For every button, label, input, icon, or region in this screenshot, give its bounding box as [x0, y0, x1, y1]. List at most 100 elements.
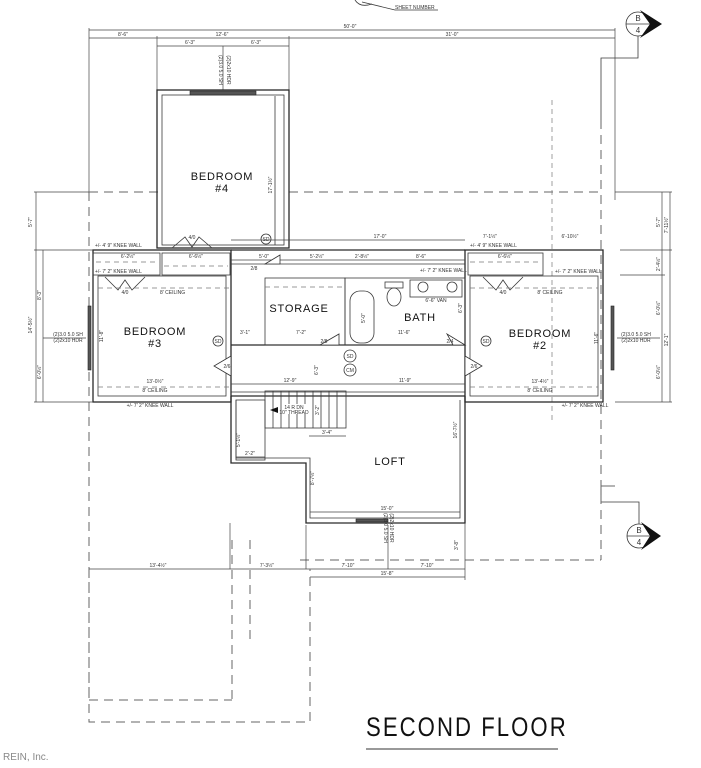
toilet-tank — [384, 281, 404, 289]
svg-text:11'-8": 11'-8" — [99, 330, 105, 343]
credit-text: REIN, Inc. — [3, 752, 49, 763]
svg-text:12'-6": 12'-6" — [216, 32, 229, 38]
section-marker-top[interactable]: B 4 — [600, 10, 662, 120]
door-bedroom-4[interactable] — [263, 254, 281, 265]
carbon-monoxide-detector-icon — [343, 363, 357, 377]
bifold-door-bedroom-3[interactable] — [104, 276, 146, 291]
sink-icon — [417, 281, 429, 293]
svg-text:5'-7": 5'-7" — [656, 217, 662, 227]
svg-text:2/6: 2/6 — [224, 364, 231, 370]
svg-text:7'-10": 7'-10" — [342, 563, 355, 569]
svg-text:+/- 7' 2" KNEE WALL: +/- 7' 2" KNEE WALL — [555, 269, 602, 275]
bedroom-4[interactable]: BEDROOM #4 17'-1½" 8'-6" SD 4/0 — [156, 89, 290, 249]
top-dimensions: 50'-0" 8'-6" 12'-6" 31'-0" 6'-3" 6'-3" (… — [88, 24, 616, 200]
page-title: SECOND FLOOR — [366, 712, 568, 742]
room-label-bedroom-3: BEDROOM — [124, 326, 186, 338]
sink-icon — [446, 281, 458, 293]
svg-text:6'-6½": 6'-6½" — [498, 253, 512, 260]
svg-text:31'-0": 31'-0" — [446, 32, 459, 38]
room-label-storage: STORAGE — [269, 303, 328, 315]
svg-text:11'-6": 11'-6" — [398, 330, 411, 336]
smoke-detector-icon — [480, 335, 492, 347]
section-marker-number: 4 — [637, 538, 642, 547]
svg-text:(2)2x10 HDR: (2)2x10 HDR — [53, 338, 83, 344]
svg-text:(2)3.0 5.0 SH: (2)3.0 5.0 SH — [53, 332, 83, 338]
svg-text:4/0: 4/0 — [122, 290, 129, 296]
room-label-bath: BATH — [404, 312, 436, 324]
bedroom-3[interactable]: 6'-2½" 6'-6½" +/- 4' 9" KNEE WALL +/- 7'… — [87, 243, 232, 409]
svg-text:8'-6": 8'-6" — [118, 32, 128, 38]
bifold-door-bedroom-4[interactable] — [171, 236, 213, 249]
bathtub — [349, 290, 375, 344]
window-bedroom-4 — [189, 90, 257, 96]
svg-text:14 R DN: 14 R DN — [284, 405, 304, 411]
svg-text:2/8: 2/8 — [321, 339, 328, 345]
toilet — [386, 287, 402, 307]
svg-text:5'-1½": 5'-1½" — [235, 433, 242, 447]
svg-text:3'-2": 3'-2" — [315, 405, 321, 415]
smoke-detector-icon — [343, 349, 357, 363]
svg-text:4/0: 4/0 — [189, 235, 196, 241]
svg-text:(2)3.0 5.0 SH: (2)3.0 5.0 SH — [217, 55, 223, 85]
bath-room[interactable]: 5'-0" 6'-6" VAN +/- 7' 2" KNEE WALL BATH… — [314, 268, 467, 377]
svg-text:10" THREAD: 10" THREAD — [279, 410, 309, 416]
sheet-number-label: SHEET NUMBER — [395, 5, 435, 11]
svg-text:2'-2": 2'-2" — [245, 451, 255, 457]
svg-text:3'-1": 3'-1" — [240, 330, 250, 336]
svg-text:7'-1½": 7'-1½" — [483, 233, 497, 240]
svg-text:8'-7½": 8'-7½" — [309, 471, 316, 485]
right-dimensions: 5'-7" 7'-11½" 2'-4½" 6'-0½" 12'-1" 6'-0½… — [615, 191, 672, 403]
door-bedroom-3[interactable] — [213, 355, 232, 377]
svg-text:3'-8": 3'-8" — [454, 540, 460, 550]
bedroom-2[interactable]: 6'-6½" +/- 4' 9" KNEE WALL +/- 7' 2" KNE… — [464, 233, 615, 409]
svg-text:6'-0½": 6'-0½" — [655, 365, 662, 379]
section-marker-letter: B — [636, 526, 641, 535]
window-loft — [355, 518, 389, 523]
door-bedroom-2[interactable] — [464, 355, 483, 377]
door-bath[interactable] — [445, 332, 467, 346]
svg-text:(2)3.0 5.0 SH: (2)3.0 5.0 SH — [621, 332, 651, 338]
svg-text:6'-3": 6'-3" — [185, 40, 195, 46]
window-bedroom-2 — [610, 305, 615, 371]
svg-text:13'-4½": 13'-4½" — [150, 562, 167, 569]
bottom-dimensions: 13'-4½" 7'-3½" 7'-10" 7'-10" 15'-8" — [89, 523, 466, 580]
storage-room[interactable]: STORAGE 7'-2" 2/8 2/8 — [251, 254, 346, 346]
svg-text:15'-0": 15'-0" — [381, 506, 394, 512]
svg-text:7'-10": 7'-10" — [421, 563, 434, 569]
svg-text:15'-8": 15'-8" — [381, 571, 394, 577]
svg-text:2/6: 2/6 — [471, 364, 478, 370]
svg-text:6'-3": 6'-3" — [314, 365, 320, 375]
vanity — [409, 279, 463, 298]
closet-bedroom-2 — [467, 252, 544, 276]
svg-text:2'-8½": 2'-8½" — [355, 253, 369, 260]
stair-direction-arrow-icon — [270, 407, 278, 413]
door-storage[interactable] — [318, 333, 340, 346]
bifold-door-bedroom-2[interactable] — [482, 276, 524, 291]
section-marker-bottom[interactable]: B 4 — [600, 485, 661, 550]
svg-text:7'-2": 7'-2" — [296, 330, 306, 336]
staircase[interactable]: 14 R DN 10" THREAD 3'-2" 3'-4" 2'-2" 5'-… — [235, 390, 347, 461]
svg-text:SD: SD — [215, 339, 222, 345]
svg-text:4/0: 4/0 — [500, 290, 507, 296]
svg-text:(2)2x10 HDR: (2)2x10 HDR — [621, 338, 651, 344]
svg-text:6'-10½": 6'-10½" — [562, 233, 579, 240]
svg-text:13'-0½": 13'-0½" — [147, 378, 164, 385]
room-number: #2 — [533, 340, 547, 352]
svg-text:14'-5½": 14'-5½" — [27, 316, 34, 333]
svg-text:CM: CM — [346, 368, 354, 374]
svg-text:SD: SD — [483, 339, 490, 345]
svg-text:8'-3": 8'-3" — [37, 290, 43, 300]
svg-text:5'-0": 5'-0" — [361, 313, 367, 323]
loft[interactable]: 12'-9" 11'-9" LOFT 16'-7½" 8'-7½" 15'-0"… — [230, 378, 466, 550]
svg-text:17'-1½": 17'-1½" — [267, 176, 274, 193]
svg-text:7'-11½": 7'-11½" — [663, 217, 670, 234]
room-label-loft: LOFT — [374, 456, 405, 468]
svg-text:6'-3": 6'-3" — [251, 40, 261, 46]
section-marker-number: 4 — [636, 26, 641, 35]
svg-text:6'-0½": 6'-0½" — [655, 301, 662, 315]
room-label-bedroom-4: BEDROOM — [191, 171, 253, 183]
svg-text:12'-9": 12'-9" — [284, 378, 297, 384]
svg-text:5'-7": 5'-7" — [28, 217, 34, 227]
svg-text:8' CEILING: 8' CEILING — [527, 388, 552, 394]
